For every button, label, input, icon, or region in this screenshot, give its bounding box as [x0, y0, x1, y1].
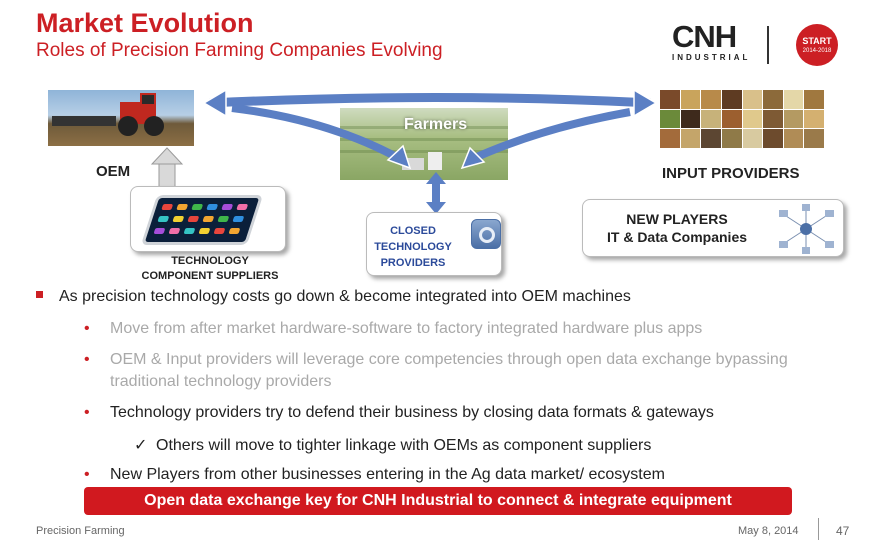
top-arrow	[209, 93, 651, 108]
page-number: 47	[836, 524, 850, 538]
bullet-check1-text: Others will move to tighter linkage with…	[156, 437, 652, 454]
new-players-card: NEW PLAYERS IT & Data Companies	[582, 199, 844, 257]
new-players-line1: NEW PLAYERS	[626, 211, 728, 227]
dot-bullet-icon: •	[84, 351, 90, 368]
farmers-label: Farmers	[404, 116, 468, 133]
closed-arrow	[432, 182, 440, 204]
badge-line2: 2014-2018	[802, 48, 832, 54]
cnh-logo: CNH INDUSTRIAL	[672, 19, 751, 68]
closed-line2: TECHNOLOGY	[374, 241, 452, 253]
bullet-sub2-cont: traditional technology providers	[110, 373, 332, 390]
oem-label: OEM	[96, 163, 131, 180]
page-subtitle: Roles of Precision Farming Companies Evo…	[36, 40, 443, 61]
footer-section: Precision Farming	[36, 525, 125, 537]
closed-line1: CLOSED	[390, 225, 436, 237]
logo-brand: CNH	[672, 19, 737, 54]
bullet-sub1: • Move from after market hardware-softwar…	[84, 320, 702, 338]
lock-icon	[471, 219, 501, 249]
bullet-check1: ✓ Others will move to tighter linkage wit…	[134, 435, 651, 455]
page-title: Market Evolution	[36, 8, 254, 38]
tech-suppliers-card	[130, 186, 286, 252]
dot-bullet-icon: •	[84, 320, 90, 337]
bullet-sub4: • New Players from other businesses enter…	[84, 466, 665, 484]
bullet-sub2: • OEM & Input providers will leverage cor…	[84, 351, 788, 369]
footer-date: May 8, 2014	[738, 525, 799, 537]
network-icon	[779, 204, 834, 254]
check-icon: ✓	[134, 437, 148, 454]
supplier-up-arrow	[158, 161, 176, 189]
tractor-image	[48, 90, 194, 146]
bullet-main-text: As precision technology costs go down & …	[59, 288, 631, 305]
dot-bullet-icon: •	[84, 404, 90, 421]
bullet-sub4-text: New Players from other businesses enteri…	[110, 466, 665, 483]
bullet-sub1-text: Move from after market hardware-software…	[110, 320, 703, 337]
new-players-label: NEW PLAYERS IT & Data Companies	[587, 210, 767, 246]
closed-providers-label: CLOSED TECHNOLOGY PROVIDERS	[367, 223, 459, 271]
footer-divider	[818, 518, 819, 540]
bullet-sub2-text: OEM & Input providers will leverage core…	[110, 351, 788, 368]
new-players-line2: IT & Data Companies	[606, 229, 748, 245]
start-badge: START 2014-2018	[796, 24, 838, 66]
tablet-icon	[140, 195, 264, 245]
logo-sub: INDUSTRIAL	[672, 53, 751, 62]
grains-image	[660, 90, 824, 148]
square-bullet-icon	[36, 291, 43, 298]
input-providers-label: INPUT PROVIDERS	[662, 165, 800, 182]
bullet-main: As precision technology costs go down & …	[36, 288, 631, 306]
tech-suppliers-label: TECHNOLOGY COMPONENT SUPPLIERS	[120, 254, 300, 284]
bullet-sub3: • Technology providers try to defend thei…	[84, 404, 714, 422]
tech-suppliers-line2: COMPONENT SUPPLIERS	[141, 270, 279, 282]
key-message-banner: Open data exchange key for CNH Industria…	[84, 487, 792, 515]
closed-providers-card: CLOSED TECHNOLOGY PROVIDERS	[366, 212, 502, 276]
badge-line1: START	[802, 36, 832, 46]
logo-divider	[767, 26, 769, 64]
tech-suppliers-line1: TECHNOLOGY	[171, 255, 249, 267]
dot-bullet-icon: •	[84, 466, 90, 483]
closed-line3: PROVIDERS	[380, 257, 446, 269]
bullet-sub3-text: Technology providers try to defend their…	[110, 404, 714, 421]
